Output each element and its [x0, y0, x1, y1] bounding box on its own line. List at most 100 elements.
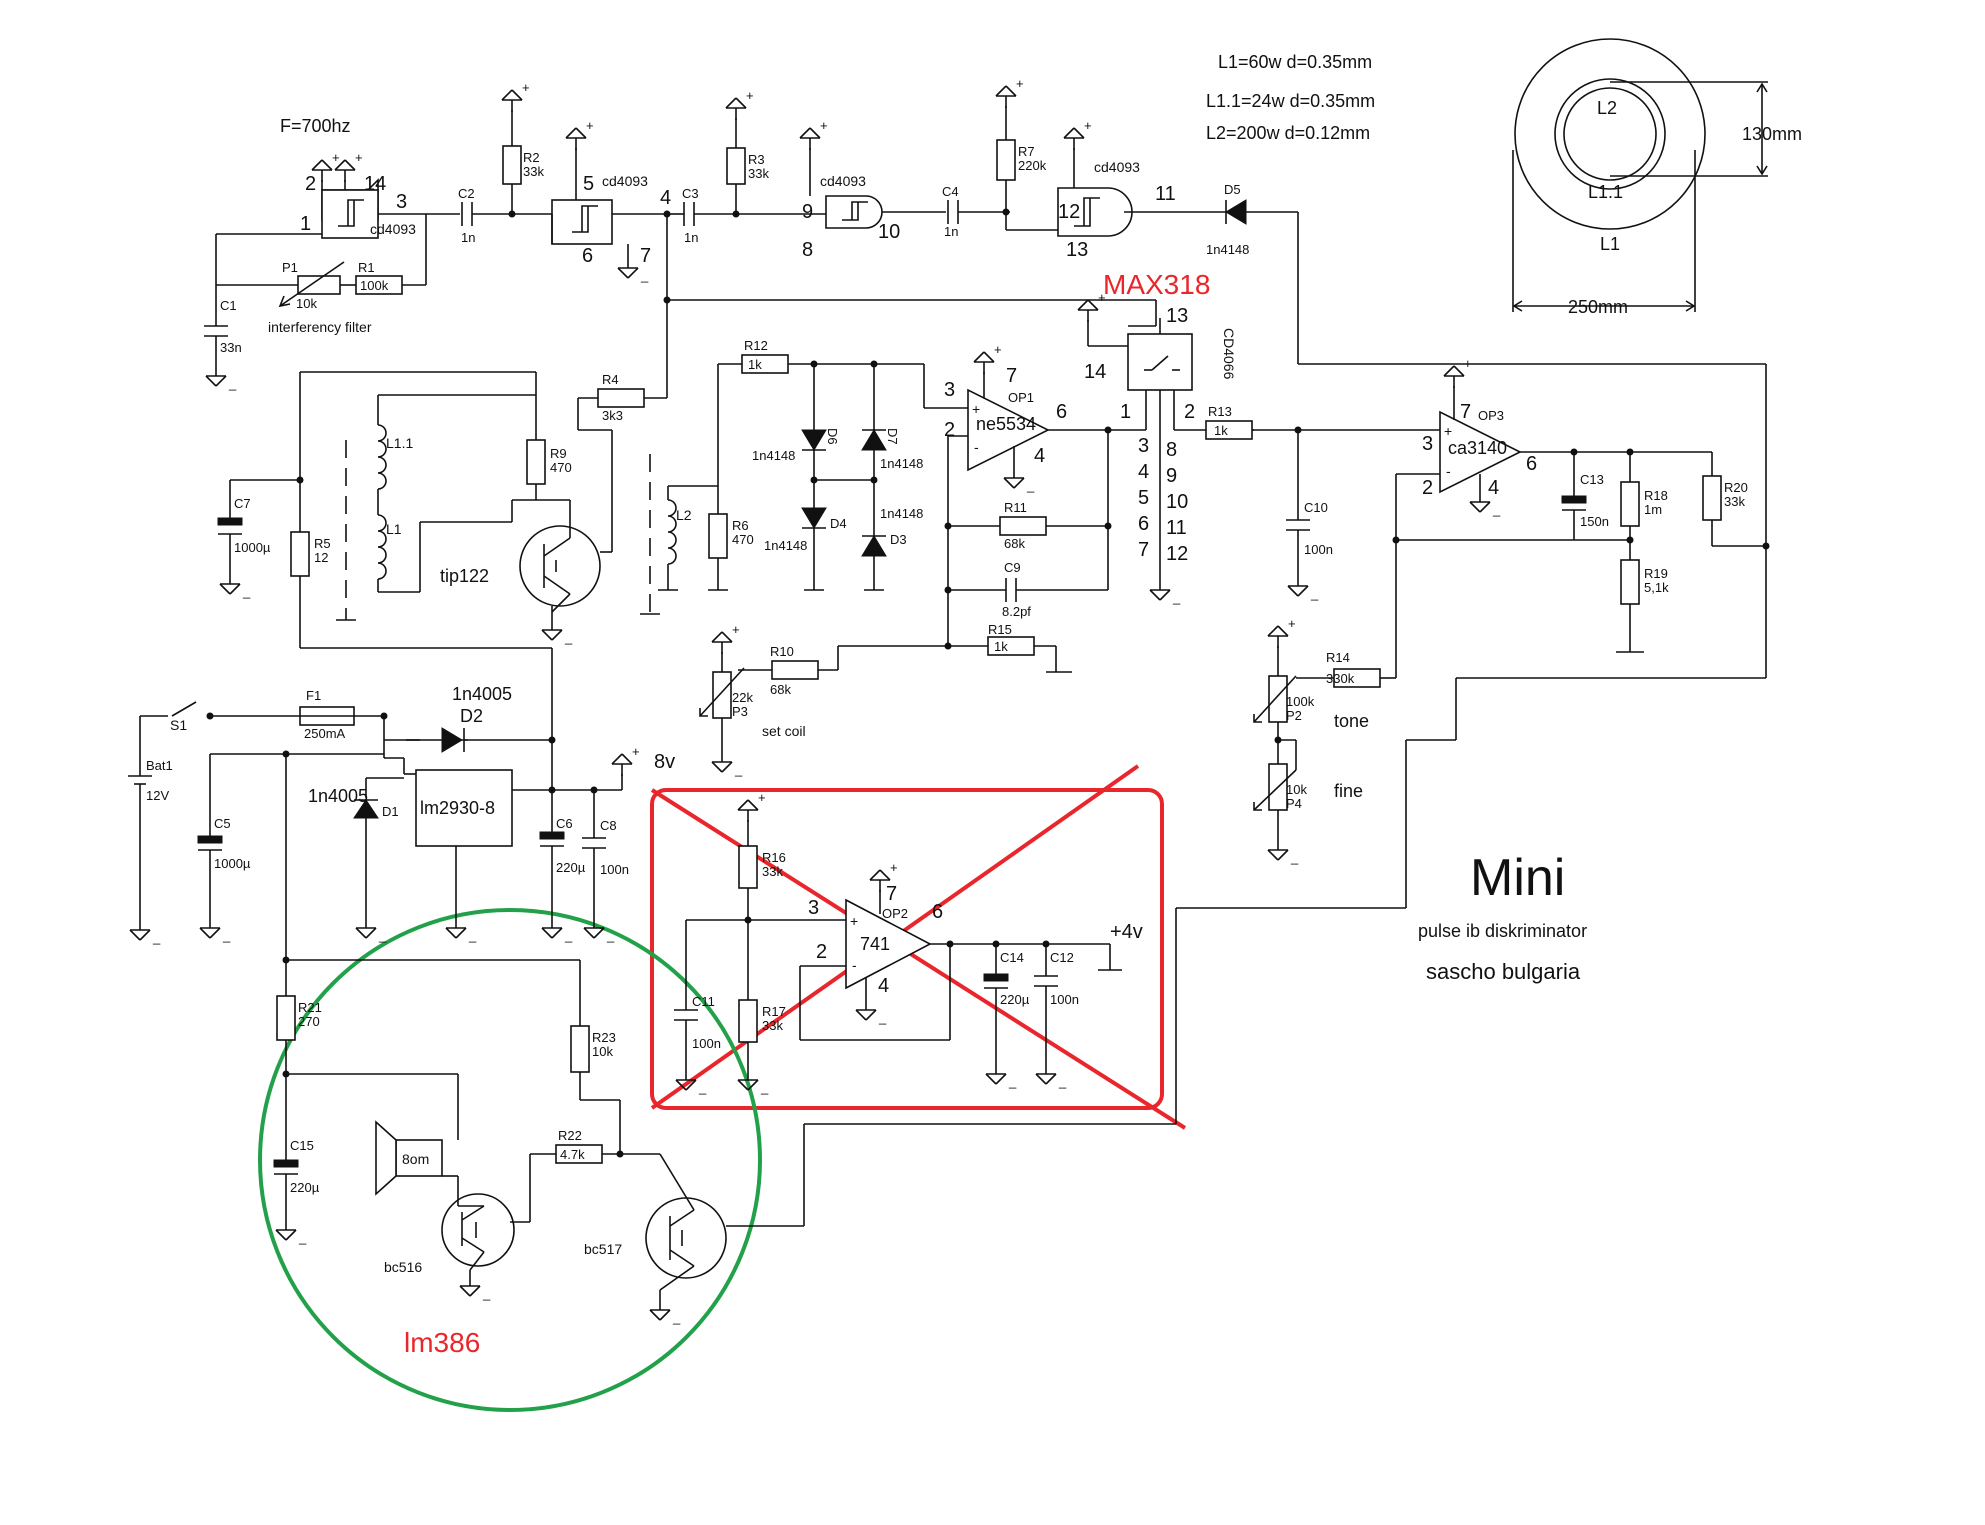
c6-ref: C6 — [556, 816, 573, 831]
r10-ref: R10 — [770, 644, 794, 659]
op3-pin-3: 3 — [1422, 433, 1433, 455]
r5-ref: R5 — [314, 536, 331, 551]
gate3-pin-8: 8 — [802, 239, 813, 261]
c1-ref: C1 — [220, 298, 237, 313]
r18-value: 1m — [1644, 502, 1662, 517]
op3-name: ca3140 — [1448, 438, 1507, 458]
rail-8v-label: 8v — [654, 751, 675, 773]
p2-value: 100k — [1286, 694, 1315, 709]
r15-ref: R15 — [988, 622, 1012, 637]
cd4066-pin-1: 1 — [1120, 401, 1131, 423]
d6-value: 1n4148 — [752, 448, 795, 463]
cd4066-switch — [1087, 318, 1254, 580]
rail-4v-label: +4v — [1110, 921, 1143, 943]
op2-pin-3: 3 — [808, 897, 819, 919]
gate2-pin-5: 5 — [583, 173, 594, 195]
op1-pin-6: 6 — [1056, 401, 1067, 423]
d6-ref: D6 — [825, 428, 840, 445]
r15-value: 1k — [994, 639, 1008, 654]
cd4066-pin-12: 12 — [1166, 543, 1188, 565]
d7-ref: D7 — [885, 428, 900, 445]
r11-ref: R11 — [1004, 500, 1027, 515]
r7-value: 220k — [1018, 158, 1047, 173]
title-author: sascho bulgaria — [1426, 959, 1581, 984]
interference-filter-label: interferency filter — [268, 319, 372, 335]
integrator-wires — [766, 386, 1770, 1227]
c10-ref: C10 — [1304, 500, 1328, 515]
c10-value: 100n — [1304, 542, 1333, 557]
r17-value: 33k — [762, 1018, 783, 1033]
coil-note-2: L1.1=24w d=0.35mm — [1206, 91, 1375, 111]
r20-ref: R20 — [1724, 480, 1748, 495]
cd4066-pin-2: 2 — [1184, 401, 1195, 423]
power-supply-wires — [128, 701, 623, 1026]
op1-pin-7: 7 — [1006, 365, 1017, 387]
gate4-pin-11: 11 — [1155, 183, 1176, 205]
d4-value: 1n4148 — [764, 538, 807, 553]
r2-ref: R2 — [523, 150, 540, 165]
d2-ref: D2 — [460, 706, 483, 726]
op2-minus: - — [852, 957, 857, 973]
c7-value: 1000µ — [234, 540, 271, 555]
cd4066-pin-9: 9 — [1166, 465, 1177, 487]
c5-ref: C5 — [214, 816, 231, 831]
r22-ref: R22 — [558, 1128, 582, 1143]
coil-height-dim: 130mm — [1742, 124, 1802, 144]
c2-value: 1n — [461, 230, 475, 245]
r21-ref: R21 — [298, 1000, 322, 1015]
op2-name: 741 — [860, 934, 890, 954]
gate1-pin-14: 14 — [364, 173, 386, 195]
coil-width-dim: 250mm — [1568, 297, 1628, 317]
gate1-pin-3: 3 — [396, 191, 407, 213]
d5-ref: D5 — [1224, 182, 1241, 197]
r16-ref: R16 — [762, 850, 786, 865]
set-coil-label: set coil — [762, 723, 806, 739]
gate1-name: cd4093 — [370, 221, 416, 237]
title-main: Mini — [1470, 849, 1565, 907]
l11-label: L1.1 — [386, 435, 413, 451]
op2-pin-6: 6 — [932, 901, 943, 923]
frequency-label: F=700hz — [280, 116, 351, 136]
r14-value: 330k — [1326, 671, 1355, 686]
r3-value: 33k — [748, 166, 769, 181]
op1-minus: - — [974, 439, 979, 455]
c1-value: 33n — [220, 340, 242, 355]
r3-ref: R3 — [748, 152, 765, 167]
op3-pin-4: 4 — [1488, 477, 1499, 499]
p4-value: 10k — [1286, 782, 1307, 797]
r12-value: 1k — [748, 357, 762, 372]
p1-ref: P1 — [282, 260, 298, 275]
r22-value: 4.7k — [560, 1147, 585, 1162]
f1-value: 250mA — [304, 726, 346, 741]
cd4066-pin-14: 14 — [1084, 361, 1106, 383]
d1-ref: D1 — [382, 804, 399, 819]
r13-value: 1k — [1214, 423, 1228, 438]
rx-stage-wires — [640, 354, 1146, 752]
c13-value: 150n — [1580, 514, 1609, 529]
r18-ref: R18 — [1644, 488, 1668, 503]
gate3-name: cd4093 — [820, 173, 866, 189]
bc516-label: bc516 — [384, 1259, 422, 1275]
cd4066-pin-13: 13 — [1166, 305, 1188, 327]
coil-l11-label: L1.1 — [1588, 182, 1623, 202]
c8-value: 100n — [600, 862, 629, 877]
op1-ref: OP1 — [1008, 390, 1034, 405]
r6-ref: R6 — [732, 518, 749, 533]
audio-stage-wires — [273, 995, 766, 1300]
gate4-pin-12: 12 — [1058, 201, 1080, 223]
c3-value: 1n — [684, 230, 698, 245]
cd4066-pin-7: 7 — [1138, 539, 1149, 561]
bat1-value: 12V — [146, 788, 169, 803]
r17-ref: R17 — [762, 1004, 786, 1019]
p4-ref: P4 — [1286, 796, 1302, 811]
r6-value: 470 — [732, 532, 754, 547]
op3-minus: - — [1446, 463, 1451, 479]
tone-label: tone — [1334, 711, 1369, 731]
c11-ref: C11 — [692, 994, 715, 1009]
gate4-pin-13: 13 — [1066, 239, 1088, 261]
p1-value: 10k — [296, 296, 317, 311]
s1-label: S1 — [170, 717, 187, 733]
gate3-pin-10: 10 — [878, 221, 900, 243]
gate1-pin-2: 2 — [305, 173, 316, 195]
